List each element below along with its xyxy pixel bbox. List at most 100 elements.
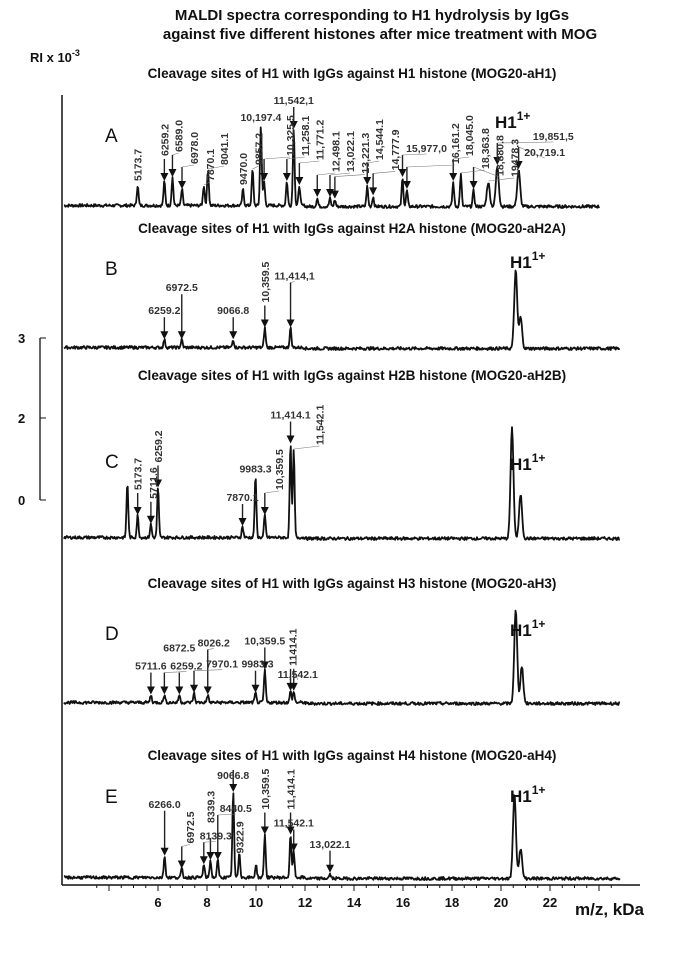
panel-letter: E — [105, 787, 118, 808]
arrow-head — [469, 181, 478, 189]
annotation-label: 19,851,5 — [533, 131, 574, 143]
label-leader-line — [497, 141, 554, 144]
annotation-label: 18,880.8 — [495, 135, 507, 176]
annotation-label: 11,542.1 — [315, 405, 327, 445]
y-axis-label-exponent: -3 — [72, 48, 80, 58]
annotation-label: 10,197.4 — [240, 112, 281, 124]
arrow-head — [286, 826, 295, 835]
label-leader-line — [453, 156, 470, 160]
spectrum-line — [63, 609, 621, 706]
label-leader-line — [252, 165, 259, 170]
arrow-head — [146, 515, 155, 524]
arrow-head — [160, 173, 169, 181]
h1-label-text: H1 — [510, 787, 532, 806]
annotation-label: 11,542.1 — [274, 818, 314, 830]
label-leader-line — [164, 671, 187, 673]
x-tick-label: 8 — [203, 895, 210, 910]
h1-label-text: H1 — [495, 113, 517, 132]
label-leader-line — [194, 669, 223, 671]
label-leader-line — [181, 164, 195, 168]
arrow-head — [260, 173, 269, 181]
h1-label: H11+ — [510, 451, 545, 474]
arrow-head — [260, 661, 269, 670]
arrow-head — [160, 686, 169, 695]
arrow-head — [398, 169, 407, 177]
y-scale-label: 0 — [18, 493, 25, 508]
annotation-label: 9470.0 — [238, 153, 250, 185]
annotation-label: 19478.3 — [509, 139, 521, 177]
arrow-head — [175, 686, 184, 695]
label-leader-line — [181, 844, 190, 847]
annotation-label: 11,258.1 — [300, 116, 312, 156]
label-leader-line — [367, 160, 380, 164]
annotation-label: 11,542.1 — [278, 669, 318, 681]
arrow-head — [251, 684, 260, 693]
arrow-head — [206, 852, 215, 860]
label-leader-line — [299, 160, 320, 164]
chart-marks — [39, 95, 640, 891]
arrow-head — [514, 161, 523, 169]
arrow-head — [260, 319, 269, 328]
x-tick-label: 20 — [494, 895, 508, 910]
y-scale-label: 2 — [18, 411, 25, 426]
x-axis-label: m/z, kDa — [575, 900, 645, 919]
arrow-head — [313, 189, 322, 197]
chart-title-line-2: against five different histones after mi… — [163, 26, 597, 43]
annotation-label: 10,359.5 — [244, 635, 285, 647]
y-axis-label: RI x 10-3 — [30, 48, 80, 65]
label-leader-line — [203, 840, 216, 843]
h1-label-text: H1 — [510, 621, 532, 640]
annotation-label: 6972.5 — [185, 811, 197, 843]
arrow-head — [203, 686, 212, 695]
arrow-head — [199, 856, 208, 865]
annotation-label: 14,777.9 — [390, 129, 402, 170]
annotation-label: 5711.6 — [135, 661, 167, 673]
panel-title: Cleavage sites of H1 with IgGs against H… — [138, 221, 566, 236]
label-leader-line — [406, 164, 455, 168]
annotation-label: 8339.3 — [205, 791, 217, 823]
arrow-head — [282, 173, 291, 181]
arrow-head — [160, 847, 169, 856]
chart-title-line-1: MALDI spectra corresponding to H1 hydrol… — [175, 7, 569, 24]
annotation-label: 9322.9 — [234, 821, 246, 853]
annotation-label: 5173.7 — [133, 149, 145, 181]
annotation-label: 6978.0 — [189, 132, 201, 164]
arrow-head — [229, 784, 238, 792]
label-leader-line — [207, 165, 225, 170]
label-leader-line — [293, 445, 320, 450]
label-leader-line — [217, 813, 236, 816]
h1-label: H11+ — [510, 249, 545, 272]
arrow-head — [177, 331, 186, 340]
panel-title: Cleavage sites of H1 with IgGs against H… — [148, 576, 557, 591]
arrow-head — [229, 331, 238, 340]
annotation-label: 6259.2 — [170, 661, 202, 673]
arrow-head — [160, 331, 169, 340]
arrow-head — [369, 187, 378, 196]
annotation-label: 5711.6 — [148, 467, 160, 499]
annotation-label: 6259.2 — [159, 124, 171, 156]
h1-label-text: H1 — [510, 253, 532, 272]
annotation-label: 10,359.5 — [274, 449, 286, 490]
panel-a — [63, 107, 600, 209]
h1-charge: 1+ — [532, 783, 546, 797]
arrow-head — [330, 190, 339, 199]
annotation-label: 6259.2 — [153, 430, 165, 462]
arrow-head — [154, 479, 162, 488]
arrow-head — [289, 682, 298, 691]
panel-e — [63, 770, 621, 881]
panel-letter: C — [105, 452, 119, 473]
arrow-head — [402, 181, 411, 189]
annotation-label: 13,022.1 — [310, 839, 351, 851]
label-leader-line — [317, 172, 336, 176]
annotation-label: 11,414.1 — [286, 769, 298, 809]
arrow-head — [493, 157, 502, 165]
panel-d — [63, 609, 621, 706]
annotation-label: 5173.7 — [133, 458, 145, 490]
annotation-label: 6259.2 — [148, 305, 180, 317]
annotation-label: 6872.5 — [163, 643, 195, 655]
arrow-head — [260, 826, 269, 835]
arrow-head — [190, 684, 199, 693]
arrow-head — [286, 435, 295, 444]
